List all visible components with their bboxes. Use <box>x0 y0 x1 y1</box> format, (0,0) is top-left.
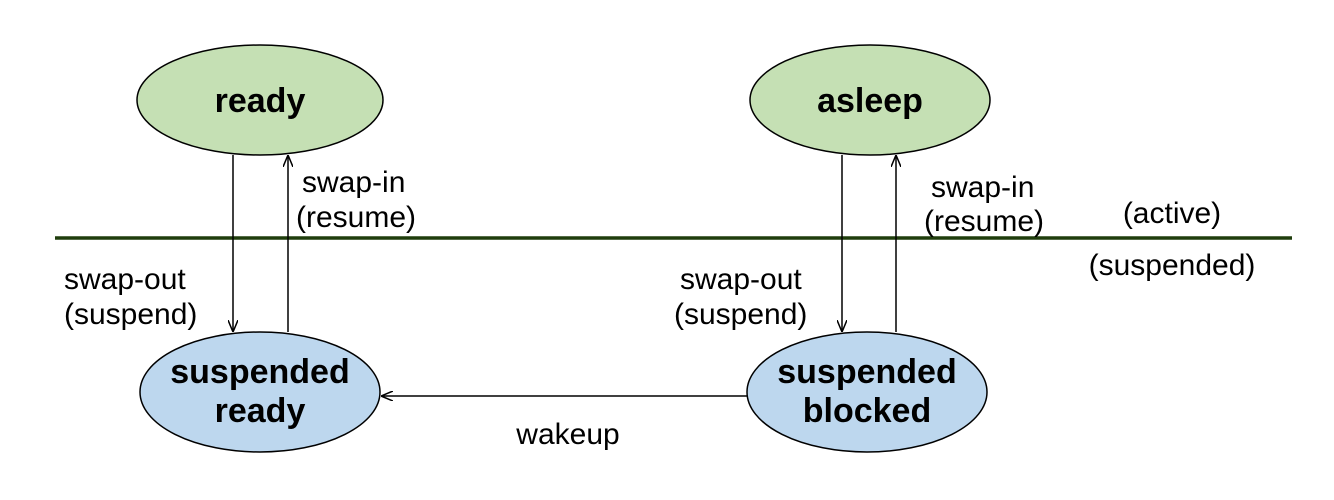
state-asleep: asleep <box>749 44 991 156</box>
label-asleep-resume: (resume) <box>924 205 1044 238</box>
label-wakeup: wakeup <box>515 418 619 451</box>
state-ready-label: ready <box>215 82 306 120</box>
state-ready: ready <box>136 44 384 156</box>
state-asleep-label: asleep <box>817 82 923 120</box>
state-suspended-ready: suspended ready <box>139 331 381 453</box>
region-suspended-label: (suspended) <box>1089 249 1256 282</box>
label-ready-suspend: (suspend) <box>64 298 197 331</box>
state-suspended-blocked-line1: suspended <box>777 353 956 391</box>
state-suspended-ready-line2: ready <box>215 392 306 430</box>
label-ready-swap-in: swap-in <box>302 166 405 199</box>
state-suspended-blocked-line2: blocked <box>803 392 931 430</box>
state-suspended-ready-line1: suspended <box>170 353 349 391</box>
label-asleep-swap-in: swap-in <box>931 171 1034 204</box>
region-active-label: (active) <box>1123 197 1221 230</box>
label-asleep-suspend: (suspend) <box>674 298 807 331</box>
state-suspended-blocked: suspended blocked <box>746 331 988 453</box>
label-ready-resume: (resume) <box>296 201 416 234</box>
label-ready-swap-out: swap-out <box>64 263 186 296</box>
label-asleep-swap-out: swap-out <box>680 263 802 296</box>
